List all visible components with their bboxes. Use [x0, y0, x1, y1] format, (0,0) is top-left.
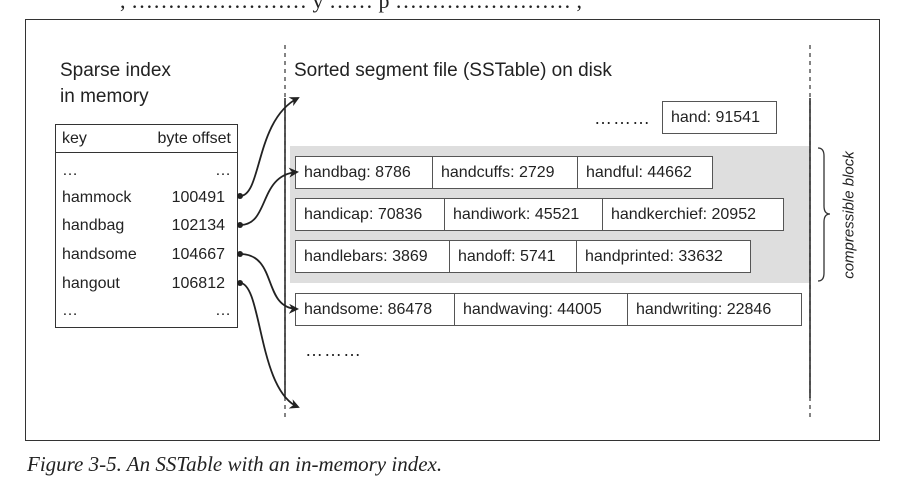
- index-row-key: hangout: [62, 275, 120, 292]
- index-row-key: …: [62, 162, 78, 179]
- segment-entry: handsome: 86478: [295, 293, 455, 326]
- compressible-block-label: compressible block: [840, 151, 858, 279]
- segment-entry: hand: 91541: [662, 101, 777, 134]
- index-row-key: handsome: [62, 246, 137, 263]
- figure-frame: [25, 19, 880, 441]
- index-header-key: key: [62, 130, 87, 147]
- segment-entry: handlebars: 3869: [295, 240, 450, 273]
- index-row-offset: 106812: [171, 275, 225, 292]
- segment-entry: handwriting: 22846: [628, 293, 802, 326]
- segment-entry: handoff: 5741: [450, 240, 577, 273]
- segment-entry: handicap: 70836: [295, 198, 445, 231]
- index-row-offset: 100491: [171, 189, 225, 206]
- segment-entry: handiwork: 45521: [445, 198, 603, 231]
- index-header-offset: byte offset: [157, 130, 231, 147]
- cropped-top-text: , …………………… y …… p …………………… ,: [120, 0, 582, 13]
- figure-caption: Figure 3-5. An SSTable with an in-memory…: [27, 452, 443, 476]
- index-row-key: …: [62, 302, 78, 319]
- segment-entry: handful: 44662: [578, 156, 713, 189]
- index-row-offset: 102134: [171, 217, 225, 234]
- segment-entry: handcuffs: 2729: [433, 156, 578, 189]
- index-row-offset: 104667: [171, 246, 225, 263]
- index-row-offset: …: [215, 302, 231, 319]
- top-ellipsis: ………: [594, 108, 651, 128]
- segment-entry: handbag: 8786: [295, 156, 433, 189]
- segment-entry: handkerchief: 20952: [603, 198, 784, 231]
- index-row-key: hammock: [62, 189, 132, 206]
- sparse-index-table: key byte offset … … hammock 100491 handb…: [55, 124, 238, 328]
- bottom-ellipsis: ………: [305, 340, 362, 360]
- index-header-row: key byte offset: [56, 125, 237, 153]
- index-row-offset: …: [215, 162, 231, 179]
- index-row-key: handbag: [62, 217, 125, 234]
- segment-entry: handprinted: 33632: [577, 240, 751, 273]
- segment-file-heading: Sorted segment file (SSTable) on disk: [294, 60, 612, 81]
- segment-entry: handwaving: 44005: [455, 293, 628, 326]
- sparse-index-heading: Sparse index in memory: [60, 60, 171, 107]
